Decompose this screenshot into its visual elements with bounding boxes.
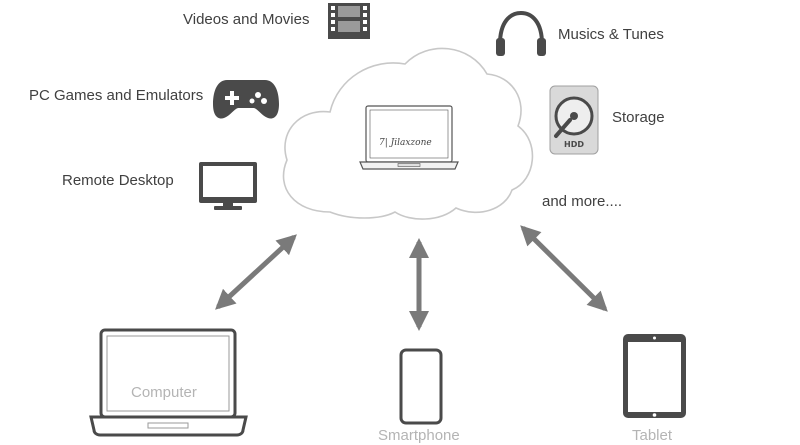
music-label: Musics & Tunes xyxy=(558,26,664,43)
cloud-shape xyxy=(282,47,534,220)
arrow-tablet xyxy=(520,225,608,312)
hdd-icon: HDD xyxy=(549,85,599,155)
smartphone-icon xyxy=(399,348,443,425)
monitor-icon xyxy=(199,162,257,210)
svg-text:HDD: HDD xyxy=(564,140,584,149)
gamepad-icon xyxy=(213,80,279,119)
videos-label: Videos and Movies xyxy=(183,11,310,28)
computer-laptop-icon xyxy=(89,328,248,437)
remote-label: Remote Desktop xyxy=(62,172,174,189)
smartphone-label: Smartphone xyxy=(378,427,460,444)
arrow-computer xyxy=(215,234,297,310)
arrows xyxy=(215,225,608,331)
cloud-brand-label: 7| Jilaxzone xyxy=(379,138,432,148)
tablet-icon xyxy=(623,334,686,418)
more-label: and more.... xyxy=(542,193,623,210)
headphones-icon xyxy=(496,10,546,56)
tablet-label: Tablet xyxy=(632,427,673,444)
cloud-laptop-icon xyxy=(359,105,459,170)
film-strip-icon xyxy=(328,3,370,39)
storage-label: Storage xyxy=(612,109,665,126)
games-label: PC Games and Emulators xyxy=(29,87,204,104)
computer-label: Computer xyxy=(131,384,197,401)
